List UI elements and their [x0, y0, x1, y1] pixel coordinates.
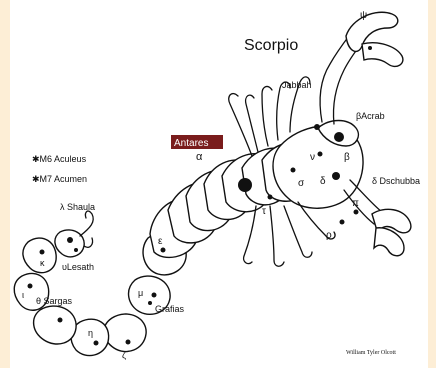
antares-star: [238, 178, 252, 192]
mu-label: μ: [138, 288, 143, 298]
eta-label: η: [88, 328, 93, 338]
pi-star: [354, 210, 359, 215]
kappa-label: κ: [40, 258, 45, 268]
acrab-label: βAcrab: [356, 111, 385, 121]
m6-label: ✱M6 Aculeus: [32, 154, 87, 164]
kappa-star: [40, 250, 45, 255]
epsilon-star: [161, 248, 166, 253]
lesath-label: υLesath: [62, 262, 94, 272]
alpha-label: α: [196, 151, 203, 163]
jabbah-label: Jabbah: [282, 80, 312, 90]
mu-star: [152, 293, 157, 298]
zeta-star: [126, 340, 131, 345]
jabbah-star: [314, 124, 320, 130]
sargas-star: [58, 318, 63, 323]
sigma-star: [291, 168, 296, 173]
beta-label: β: [344, 152, 350, 163]
rho-star: [340, 220, 345, 225]
shaula-label: λ Shaula: [60, 202, 95, 212]
tau-label: τ: [262, 206, 266, 217]
nu-label: ν: [310, 152, 315, 163]
artist-credit: William Tyler Olcott: [346, 350, 396, 356]
zeta-label: ζ: [122, 350, 126, 360]
epsilon-label: ε: [158, 236, 163, 247]
psi-label: ψ: [360, 10, 367, 21]
m7-label: ✱M7 Acumen: [32, 174, 87, 184]
grafias-label: Grafias: [155, 304, 185, 314]
dschubba-label: δ Dschubba: [372, 176, 420, 186]
iota-label: ι: [22, 290, 24, 300]
delta-label: δ: [320, 176, 326, 187]
acrab-star: [334, 132, 344, 142]
iota-star: [28, 284, 33, 289]
lesath-star: [74, 248, 78, 252]
eta-star: [94, 341, 99, 346]
shaula-star: [67, 237, 73, 243]
pi-label: π: [352, 198, 359, 209]
psi-star: [368, 46, 372, 50]
rho-label: ρ: [326, 230, 332, 241]
sargas-label: θ Sargas: [36, 296, 73, 306]
antares-label: Antares: [174, 138, 208, 149]
dschubba-star: [332, 172, 340, 180]
grafias-star: [148, 301, 152, 305]
sigma-label: σ: [298, 178, 305, 189]
diagram-title: Scorpio: [244, 37, 298, 54]
nu-star: [318, 152, 323, 157]
tau-star: [268, 195, 273, 200]
scorpion-head: [273, 121, 363, 209]
